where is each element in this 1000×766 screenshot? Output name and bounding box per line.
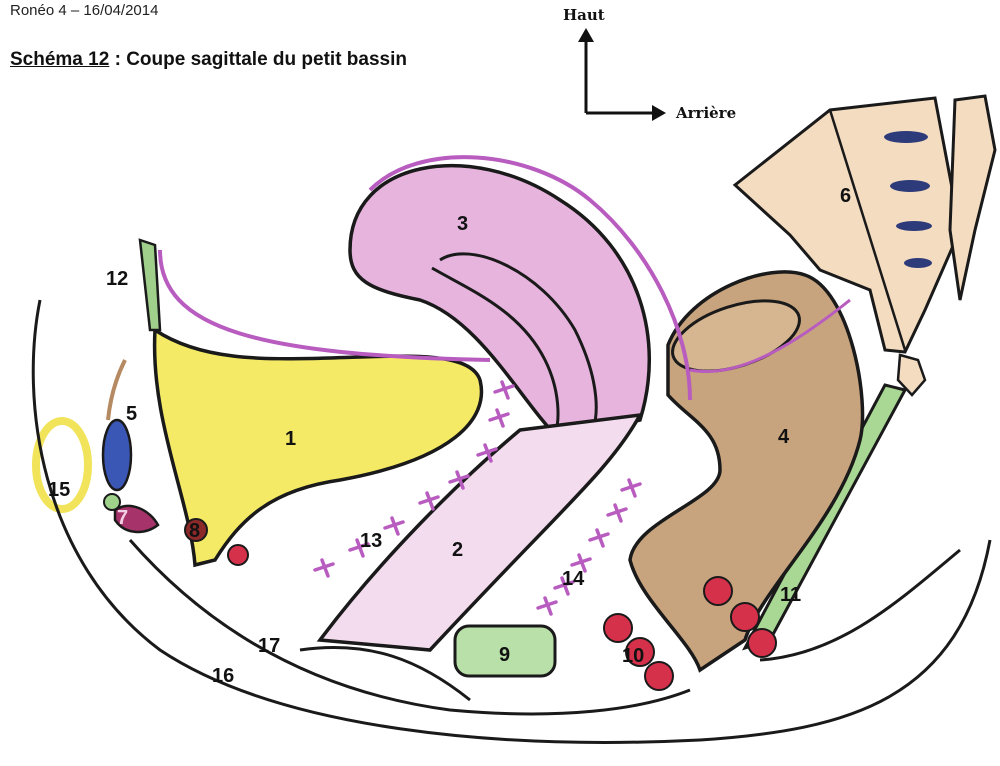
vertebra-segment bbox=[950, 96, 995, 300]
label-7: 7 bbox=[117, 507, 128, 529]
label-10: 10 bbox=[622, 645, 644, 667]
pubic-ligament bbox=[108, 360, 125, 420]
label-1: 1 bbox=[285, 428, 296, 450]
label-17: 17 bbox=[258, 635, 280, 657]
sacral-foramen bbox=[904, 258, 932, 268]
label-3: 3 bbox=[457, 213, 468, 235]
up-label: Haut bbox=[563, 6, 605, 24]
label-9: 9 bbox=[499, 644, 510, 666]
label-14: 14 bbox=[562, 568, 585, 590]
red-dot bbox=[731, 603, 759, 631]
sacral-foramen bbox=[890, 180, 930, 192]
red-dot bbox=[228, 545, 248, 565]
back-arrow-head bbox=[652, 105, 666, 121]
label-13: 13 bbox=[360, 530, 382, 552]
back-label: Arrière bbox=[676, 104, 736, 122]
label-11: 11 bbox=[780, 584, 801, 606]
pubic-symphysis bbox=[103, 420, 131, 490]
red-dot bbox=[704, 577, 732, 605]
cross-mark bbox=[495, 382, 513, 398]
red-dot bbox=[748, 629, 776, 657]
red-dot bbox=[604, 614, 632, 642]
up-arrow-head bbox=[578, 28, 594, 42]
orientation-arrows bbox=[578, 28, 666, 121]
label-4: 4 bbox=[778, 426, 790, 448]
label-5: 5 bbox=[126, 403, 137, 425]
label-8: 8 bbox=[189, 520, 200, 542]
cross-mark bbox=[590, 530, 608, 546]
cross-mark bbox=[385, 518, 403, 534]
cross-mark bbox=[538, 598, 556, 614]
inner-outline bbox=[300, 647, 470, 700]
sacral-foramen bbox=[884, 131, 928, 143]
cross-mark bbox=[608, 505, 626, 521]
label-16: 16 bbox=[212, 665, 234, 687]
sacral-foramen bbox=[896, 221, 932, 231]
cross-mark bbox=[315, 560, 333, 576]
label-15: 15 bbox=[48, 479, 70, 501]
label-12: 12 bbox=[106, 268, 128, 290]
urachus bbox=[140, 240, 160, 330]
label-6: 6 bbox=[840, 185, 851, 207]
cross-mark bbox=[622, 480, 640, 496]
label-2: 2 bbox=[452, 539, 463, 561]
red-dot bbox=[645, 662, 673, 690]
cross-mark bbox=[490, 410, 508, 426]
